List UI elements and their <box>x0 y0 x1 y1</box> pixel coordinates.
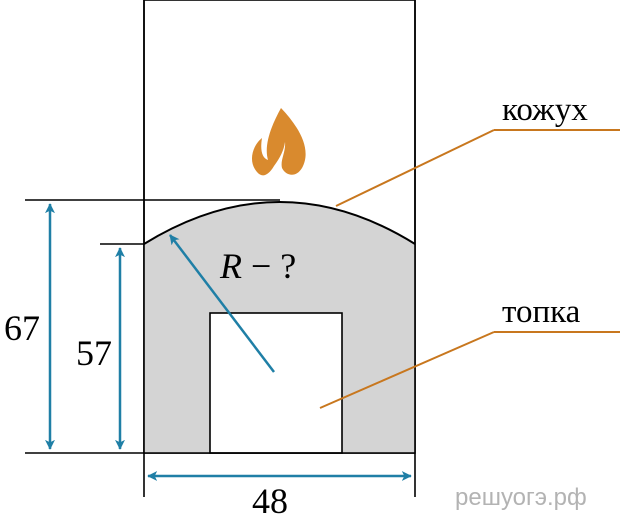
watermark: решуогэ.рф <box>455 484 587 511</box>
firebox-label: топка <box>502 294 581 330</box>
leader-casing <box>335 129 495 207</box>
flame-icon <box>251 108 306 176</box>
firebox-opening <box>209 312 343 454</box>
radius-var: R <box>219 246 242 286</box>
casing-label: кожух <box>502 92 588 128</box>
dim-label-57: 57 <box>76 333 112 373</box>
radius-arrow <box>169 234 275 373</box>
arc-top <box>143 201 416 245</box>
radius-question: − ? <box>242 246 296 286</box>
dim-label-67: 67 <box>4 308 40 348</box>
leader-firebox <box>319 331 495 409</box>
dim-label-48: 48 <box>252 481 288 521</box>
radius-label: R − ? <box>219 246 296 286</box>
